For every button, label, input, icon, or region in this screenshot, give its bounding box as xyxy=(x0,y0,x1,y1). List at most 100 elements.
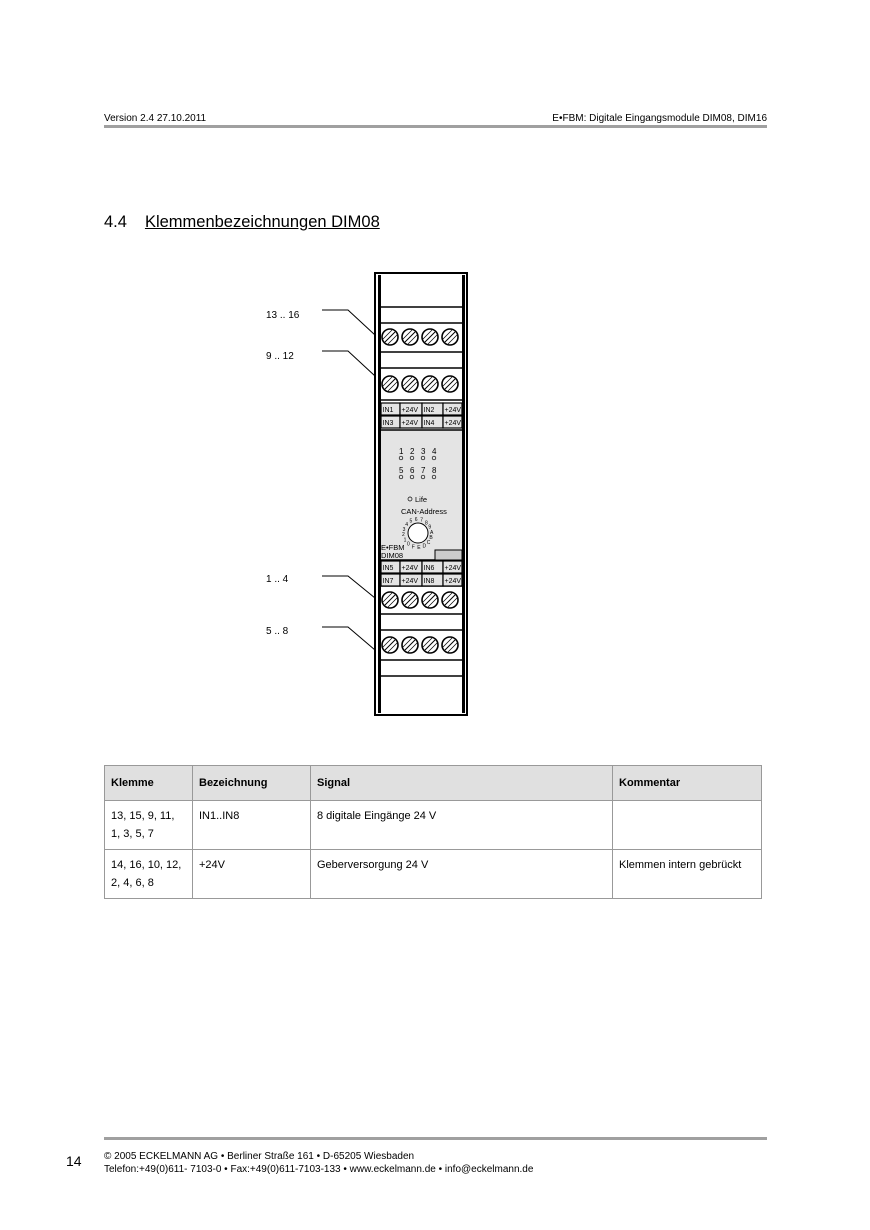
terminal-label: IN8 xyxy=(424,578,435,585)
screw-slot xyxy=(382,592,393,603)
can-address-label: CAN-Address xyxy=(401,507,447,516)
screw-slot xyxy=(442,376,453,387)
dial-digit: D xyxy=(422,543,426,549)
callout-leader xyxy=(322,350,376,377)
callout-label: 1 .. 4 xyxy=(266,574,289,585)
table-row: 14, 16, 10, 12,2, 4, 6, 8 +24V Gebervers… xyxy=(104,849,762,899)
terminal-label: +24V xyxy=(445,407,462,414)
page-number: 14 xyxy=(66,1153,82,1169)
led-icon xyxy=(398,455,404,461)
screw-slot xyxy=(442,329,453,340)
dial-digit: 7 xyxy=(420,518,423,524)
screw-slot xyxy=(404,331,416,343)
screw-slot xyxy=(387,334,398,345)
led-number: 8 xyxy=(432,466,437,475)
right-rail xyxy=(462,275,465,713)
screw-slot xyxy=(424,639,436,651)
screw-slot xyxy=(387,597,398,608)
cell-klemme: 13, 15, 9, 11,1, 3, 5, 7 xyxy=(104,800,193,850)
left-rail xyxy=(378,275,381,713)
led-number: 1 xyxy=(399,447,404,456)
screw-slot xyxy=(384,378,396,390)
screw-slot xyxy=(422,592,433,603)
callout-leader xyxy=(322,626,376,651)
footer-line1: © 2005 ECKELMANN AG • Berliner Straße 16… xyxy=(104,1151,415,1162)
screw-slot xyxy=(407,381,418,392)
dial-digit: 0 xyxy=(407,542,410,548)
screw-slot xyxy=(402,329,413,340)
led-icon xyxy=(420,474,426,480)
screw-slot xyxy=(442,592,453,603)
cell-klemme: 14, 16, 10, 12,2, 4, 6, 8 xyxy=(104,849,193,899)
screw-slot xyxy=(382,637,393,648)
col-klemme: Klemme xyxy=(104,765,193,801)
screw-slot xyxy=(407,334,418,345)
terminal-label-box xyxy=(442,560,463,574)
screw-slot xyxy=(447,334,458,345)
screw-slot xyxy=(404,639,416,651)
screw-slot xyxy=(422,637,433,648)
connector-block xyxy=(434,549,463,561)
table-header-row: Klemme Bezeichnung Signal Kommentar xyxy=(104,765,762,801)
cell-komm: Klemmen intern gebrückt xyxy=(612,849,762,899)
address-dial-icon xyxy=(407,522,429,544)
callout-label: 9 .. 12 xyxy=(266,351,294,362)
led-number: 6 xyxy=(410,466,415,475)
header-rule xyxy=(104,125,767,128)
brand-label: E•FBM xyxy=(381,543,404,552)
col-bezeichnung: Bezeichnung xyxy=(192,765,311,801)
screw-slot xyxy=(427,334,438,345)
callout-leader xyxy=(322,575,376,599)
screw-slot xyxy=(382,376,393,387)
screw-slot xyxy=(427,381,438,392)
led-number: 3 xyxy=(421,447,426,456)
led-number: 7 xyxy=(421,466,426,475)
footer-line2: Telefon:+49(0)611- 7103-0 • Fax:+49(0)61… xyxy=(104,1164,534,1175)
terminal-label: +24V xyxy=(402,565,419,572)
dial-digit: B xyxy=(429,535,433,541)
dial-digit: 5 xyxy=(410,519,413,525)
screw-slot xyxy=(444,594,456,606)
screw-slot xyxy=(402,376,413,387)
terminal-label: IN4 xyxy=(424,420,435,427)
section-number: 4.4 xyxy=(104,213,127,231)
screw-slot xyxy=(407,597,418,608)
led-icon xyxy=(409,474,415,480)
terminal-label-box xyxy=(442,415,463,429)
terminal-label: IN7 xyxy=(383,578,394,585)
screw-slot xyxy=(444,331,456,343)
col-signal: Signal xyxy=(310,765,613,801)
screw-slot xyxy=(424,378,436,390)
screw-slot xyxy=(387,642,398,653)
screw-slot xyxy=(424,594,436,606)
screw-slot xyxy=(422,329,433,340)
terminal-label: IN3 xyxy=(383,420,394,427)
screw-slot xyxy=(427,597,438,608)
led-icon xyxy=(398,474,404,480)
screw-slot xyxy=(387,381,398,392)
led-icon xyxy=(431,455,437,461)
screw-slot xyxy=(384,331,396,343)
cell-signal: 8 digitale Eingänge 24 V xyxy=(310,800,613,850)
cell-bez: IN1..IN8 xyxy=(192,800,311,850)
col-kommentar: Kommentar xyxy=(612,765,762,801)
dial-digit: C xyxy=(427,540,431,546)
callout-label: 13 .. 16 xyxy=(266,310,300,321)
screw-slot xyxy=(402,592,413,603)
screw-slot xyxy=(424,331,436,343)
led-number: 5 xyxy=(399,466,404,475)
model-label: DIM08 xyxy=(381,551,403,560)
led-icon xyxy=(420,455,426,461)
cell-signal: Geberversorgung 24 V xyxy=(310,849,613,899)
cell-bez: +24V xyxy=(192,849,311,899)
footer-rule xyxy=(104,1137,767,1140)
dial-digit: 2 xyxy=(402,532,405,538)
screw-slot xyxy=(447,381,458,392)
dial-digit: 6 xyxy=(415,517,418,523)
led-icon xyxy=(409,455,415,461)
led-icon xyxy=(431,474,437,480)
life-led-icon xyxy=(407,496,413,502)
terminal-label: +24V xyxy=(402,420,419,427)
